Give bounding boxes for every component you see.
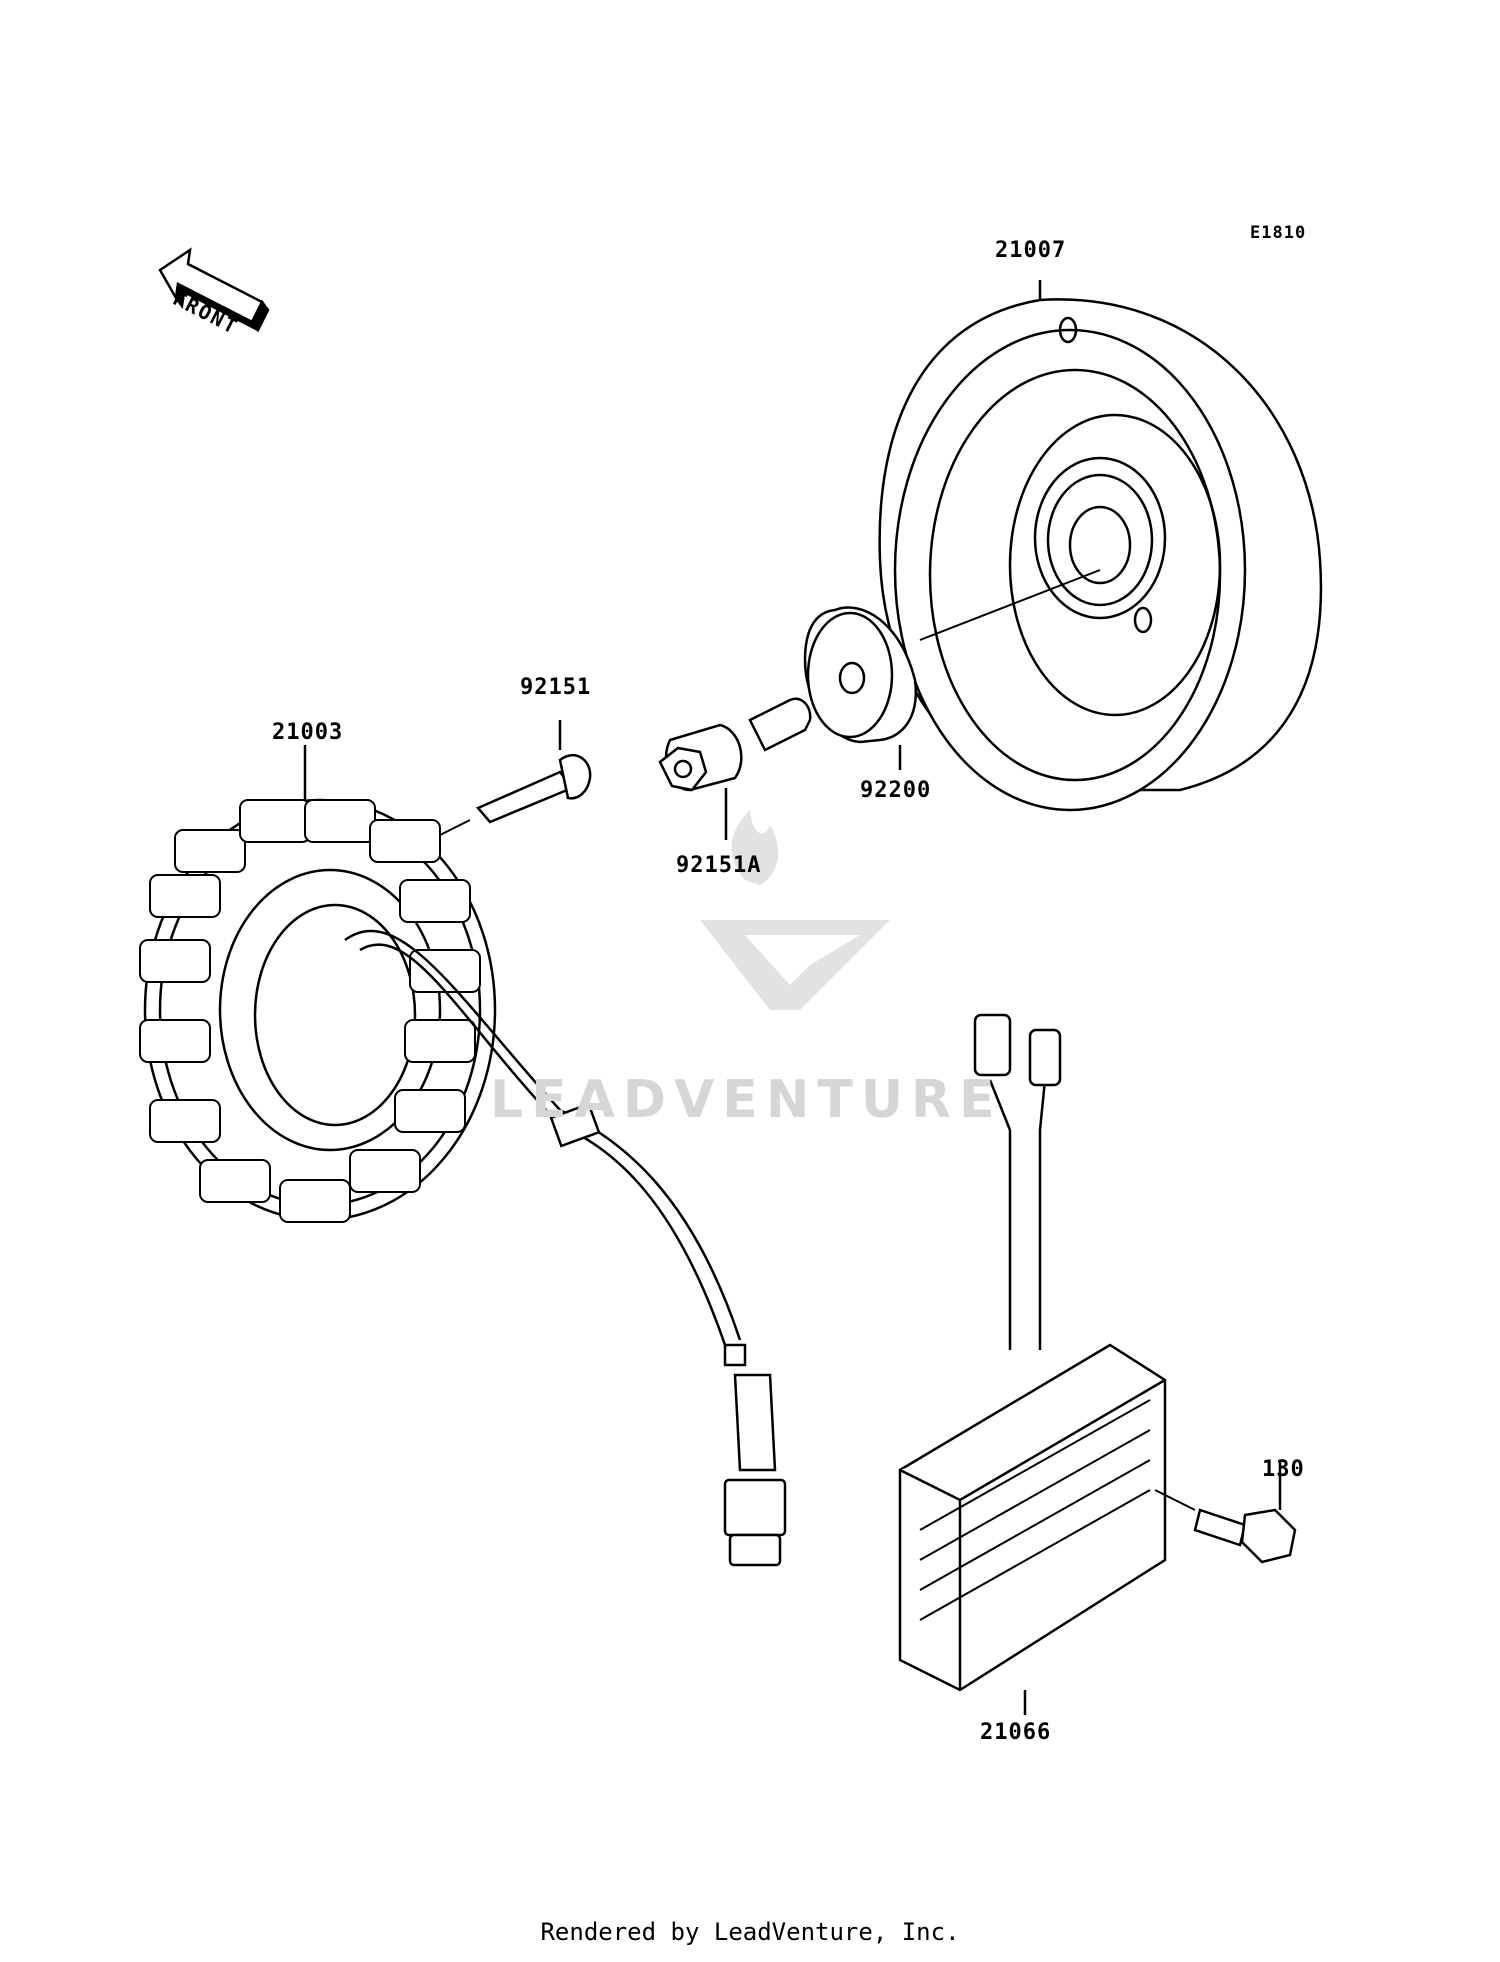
regulator-bolt-drawing <box>1154 1460 1297 1564</box>
washer-drawing <box>803 606 918 770</box>
stator-harness-drawing <box>344 929 787 1567</box>
flywheel-drawing <box>878 280 1323 812</box>
stator-drawing <box>139 745 497 1223</box>
part-number-92200: 92200 <box>860 778 932 803</box>
flywheel-bolt-drawing <box>658 697 812 840</box>
watermark-logo <box>700 810 890 1010</box>
part-number-92151: 92151 <box>520 675 592 700</box>
watermark-text: LEADVENTURE <box>490 1070 1003 1130</box>
part-number-130: 130 <box>1262 1457 1305 1482</box>
part-number-21003: 21003 <box>272 720 344 745</box>
front-arrow <box>158 247 270 333</box>
part-number-21066: 21066 <box>980 1720 1052 1745</box>
part-number-21007: 21007 <box>995 238 1067 263</box>
regulator-drawing <box>898 1013 1167 1715</box>
footer-credit: Rendered by LeadVenture, Inc. <box>540 1918 960 1946</box>
part-number-92151a: 92151A <box>676 853 762 878</box>
diagram-code: E1810 <box>1250 223 1307 243</box>
stator-bolt-drawing <box>419 720 592 846</box>
